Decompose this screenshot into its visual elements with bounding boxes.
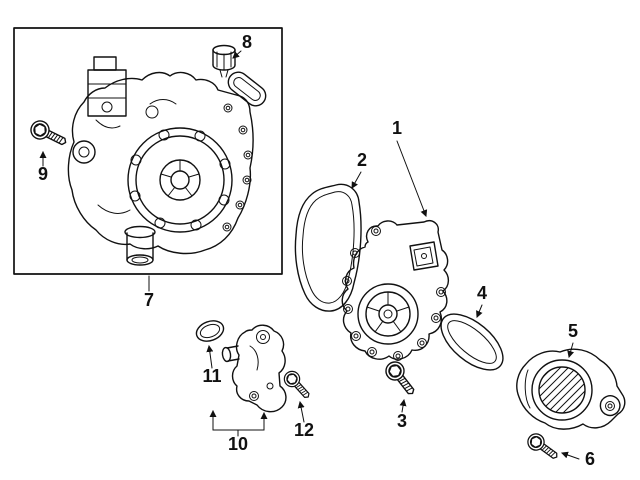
part-1-water-pump-drawing [341,220,450,361]
callout-9: 9 [38,164,48,184]
leader-12 [297,400,305,423]
leader-10-bracket [212,429,265,437]
leader-3 [399,398,407,413]
callout-7: 7 [144,290,154,310]
callout-labels: 1 2 3 4 5 6 7 8 9 10 11 12 [38,32,595,469]
leader-8 [232,50,242,59]
callout-4: 4 [477,283,487,303]
callout-8: 8 [242,32,252,52]
part-8-cap-gasket-drawing [212,44,267,107]
callout-6: 6 [585,449,595,469]
callout-1: 1 [392,118,402,138]
callout-5: 5 [568,321,578,341]
callout-10: 10 [228,434,248,454]
part-4-seal-ring-drawing [440,313,504,371]
leader-1 [396,140,428,217]
part-5-housing-cover-drawing [516,348,626,430]
part-3-bolt-drawing [381,357,421,400]
part-9-bolt-drawing [27,117,71,152]
callout-12: 12 [294,420,314,440]
part-11-o-ring-drawing [195,320,225,342]
leader-11 [206,344,214,369]
leader-5 [567,342,574,359]
callout-3: 3 [397,411,407,431]
part-7-pump-assembly-drawing [67,56,254,266]
leader-4 [476,304,483,318]
callout-11: 11 [202,366,221,386]
part-10-housing-drawing [221,324,287,413]
leader-6 [561,451,580,460]
part-2-gasket-drawing [294,183,362,312]
callout-2: 2 [357,150,367,170]
part-6-bolt-drawing [524,430,563,465]
assembly-box-frame [13,27,283,275]
leader-lines [39,50,580,460]
leader-2 [351,171,362,189]
